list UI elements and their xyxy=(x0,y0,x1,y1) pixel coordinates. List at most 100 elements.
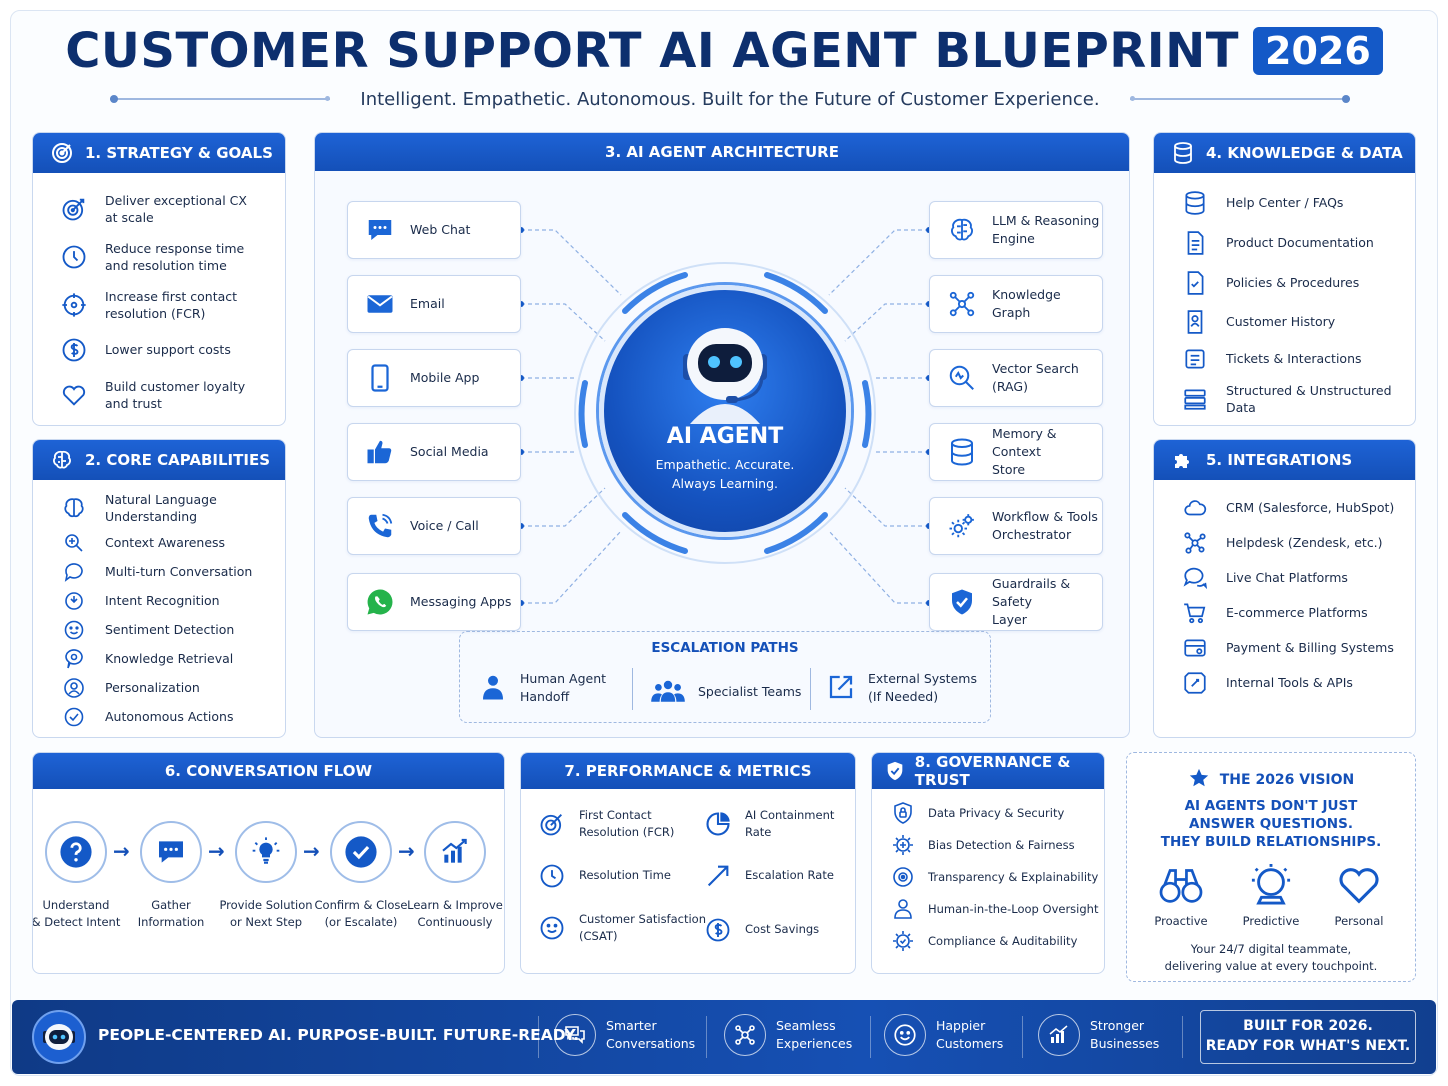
channel-label: Social Media xyxy=(410,443,489,459)
heart-icon xyxy=(59,380,89,410)
metric-label: Escalation Rate xyxy=(745,868,834,883)
list-item-label: Build customer loyalty and trust xyxy=(105,378,246,412)
list-item: Product Documentation xyxy=(1154,223,1415,263)
network-icon xyxy=(724,1014,766,1056)
target-icon xyxy=(59,194,89,224)
list-item: Context Awareness xyxy=(33,528,285,557)
footer-stronger-businesses: Stronger Businesses xyxy=(1038,1014,1159,1056)
binoculars-icon xyxy=(1159,869,1203,908)
vector-search-icon xyxy=(946,362,978,394)
channel-social-media[interactable]: Social Media xyxy=(347,423,521,481)
flow-step-label: Understand & Detect Intent xyxy=(32,898,121,929)
channel-label: Messaging Apps xyxy=(410,593,512,609)
escalation-divider xyxy=(632,668,633,710)
component-memory-store[interactable]: Memory & Context Store xyxy=(929,423,1103,481)
list-item: Human-in-the-Loop Oversight xyxy=(872,893,1104,925)
component-workflow[interactable]: Workflow & Tools Orchestrator xyxy=(929,497,1103,555)
flow-header: 6. CONVERSATION FLOW xyxy=(33,753,504,789)
channel-web-chat[interactable]: Web Chat xyxy=(347,201,521,259)
channel-voice-call[interactable]: Voice / Call xyxy=(347,497,521,555)
strategy-panel: 1. STRATEGY & GOALS Deliver exceptional … xyxy=(32,132,286,426)
thumbs-up-icon xyxy=(364,436,396,468)
channel-mobile-app[interactable]: Mobile App xyxy=(347,349,521,407)
list-item: CRM (Salesforce, HubSpot) xyxy=(1154,490,1415,525)
vision-predictive: Predictive xyxy=(1231,863,1311,928)
list-item-label: Customer History xyxy=(1226,314,1336,330)
subtitle-row: Intelligent. Empathetic. Autonomous. Bui… xyxy=(80,86,1380,112)
list-item-label: Internal Tools & APIs xyxy=(1226,674,1353,690)
message-icon xyxy=(140,821,202,883)
list-item: Tickets & Interactions xyxy=(1154,341,1415,377)
metric-resolution-time: Resolution Time xyxy=(537,861,671,891)
footer-smarter-conversations: Smarter Conversations xyxy=(554,1014,695,1056)
intent-icon xyxy=(59,586,89,616)
list-item-label: Compliance & Auditability xyxy=(928,933,1078,948)
metric-escalation-rate: Escalation Rate xyxy=(703,861,834,891)
list-item-label: Increase first contact resolution (FCR) xyxy=(105,288,238,322)
list-item-label: Help Center / FAQs xyxy=(1226,195,1344,211)
list-item-label: Natural Language Understanding xyxy=(105,491,217,525)
architecture-header: 3. AI AGENT ARCHITECTURE xyxy=(315,133,1129,171)
list-item-label: Sentiment Detection xyxy=(105,621,235,637)
ticket-icon xyxy=(1180,344,1210,374)
list-item-label: Data Privacy & Security xyxy=(928,805,1065,820)
vision-panel: THE 2026 VISION AI AGENTS DON'T JUST ANS… xyxy=(1126,752,1416,982)
subtitle-divider-left xyxy=(110,95,331,103)
person-icon xyxy=(59,673,89,703)
robot-avatar-icon xyxy=(32,1010,86,1064)
channel-email[interactable]: Email xyxy=(347,275,521,333)
list-item: Customer History xyxy=(1154,303,1415,341)
list-item: Sentiment Detection xyxy=(33,615,285,644)
arrow-right-icon: → xyxy=(113,839,130,863)
list-item-label: E-commerce Platforms xyxy=(1226,604,1368,620)
brain-icon xyxy=(49,447,75,473)
chart-icon xyxy=(424,821,486,883)
vision-proactive: Proactive xyxy=(1141,865,1221,928)
list-item-label: Policies & Procedures xyxy=(1226,275,1360,291)
dollar-icon xyxy=(59,335,89,365)
happy-icon xyxy=(884,1014,926,1056)
payment-icon xyxy=(1180,633,1210,663)
list-item: Natural Language Understanding xyxy=(33,488,285,528)
crosshair-icon xyxy=(59,290,89,320)
vision-statement: AI AGENTS DON'T JUST ANSWER QUESTIONS. T… xyxy=(1160,798,1382,851)
component-label: Guardrails & Safety Layer xyxy=(992,575,1071,628)
flow-step-label: Learn & Improve Continuously xyxy=(407,898,503,929)
escalation-human-handoff[interactable]: Human Agent Handoff xyxy=(478,670,606,706)
tools-icon xyxy=(1180,668,1210,698)
channel-messaging-apps[interactable]: Messaging Apps xyxy=(347,573,521,631)
strategy-header: 1. STRATEGY & GOALS xyxy=(33,133,285,173)
flow-step-gather: Gather Information xyxy=(116,821,226,930)
escalation-specialist-teams[interactable]: Specialist Teams xyxy=(650,678,801,707)
smile-icon xyxy=(59,615,89,645)
list-item-label: Personalization xyxy=(105,679,200,695)
pie-icon xyxy=(703,809,733,839)
vision-personal: Personal xyxy=(1319,865,1399,928)
escalation-label: External Systems (If Needed) xyxy=(868,671,977,705)
governance-panel: 8. GOVERNANCE & TRUST Data Privacy & Sec… xyxy=(871,752,1105,974)
check-icon xyxy=(330,821,392,883)
year-badge: 2026 xyxy=(1253,27,1383,75)
component-vector-search[interactable]: Vector Search (RAG) xyxy=(929,349,1103,407)
footer-divider xyxy=(1022,1016,1023,1058)
strategy-title: 1. STRATEGY & GOALS xyxy=(85,144,273,162)
growth-icon xyxy=(1038,1014,1080,1056)
footer-tagline: PEOPLE-CENTERED AI. PURPOSE-BUILT. FUTUR… xyxy=(98,1026,579,1044)
component-label: LLM & Reasoning Engine xyxy=(992,212,1100,246)
clock-icon xyxy=(59,242,89,272)
footer-divider xyxy=(706,1016,707,1058)
component-guardrails[interactable]: Guardrails & Safety Layer xyxy=(929,573,1103,631)
list-item: Data Privacy & Security xyxy=(872,797,1104,829)
component-knowledge-graph[interactable]: Knowledge Graph xyxy=(929,275,1103,333)
page-title: CUSTOMER SUPPORT AI AGENT BLUEPRINT xyxy=(65,23,1240,79)
chat-bubble-icon xyxy=(59,557,89,587)
list-item-label: Helpdesk (Zendesk, etc.) xyxy=(1226,534,1383,550)
list-item-label: Bias Detection & Fairness xyxy=(928,837,1075,852)
list-item: Payment & Billing Systems xyxy=(1154,630,1415,665)
component-llm[interactable]: LLM & Reasoning Engine xyxy=(929,201,1103,259)
list-item-label: Tickets & Interactions xyxy=(1226,351,1362,367)
vision-icon-label: Personal xyxy=(1334,914,1384,928)
escalation-external-systems[interactable]: External Systems (If Needed) xyxy=(826,670,977,706)
metric-label: Resolution Time xyxy=(579,868,671,883)
metric-label: Cost Savings xyxy=(745,922,820,937)
